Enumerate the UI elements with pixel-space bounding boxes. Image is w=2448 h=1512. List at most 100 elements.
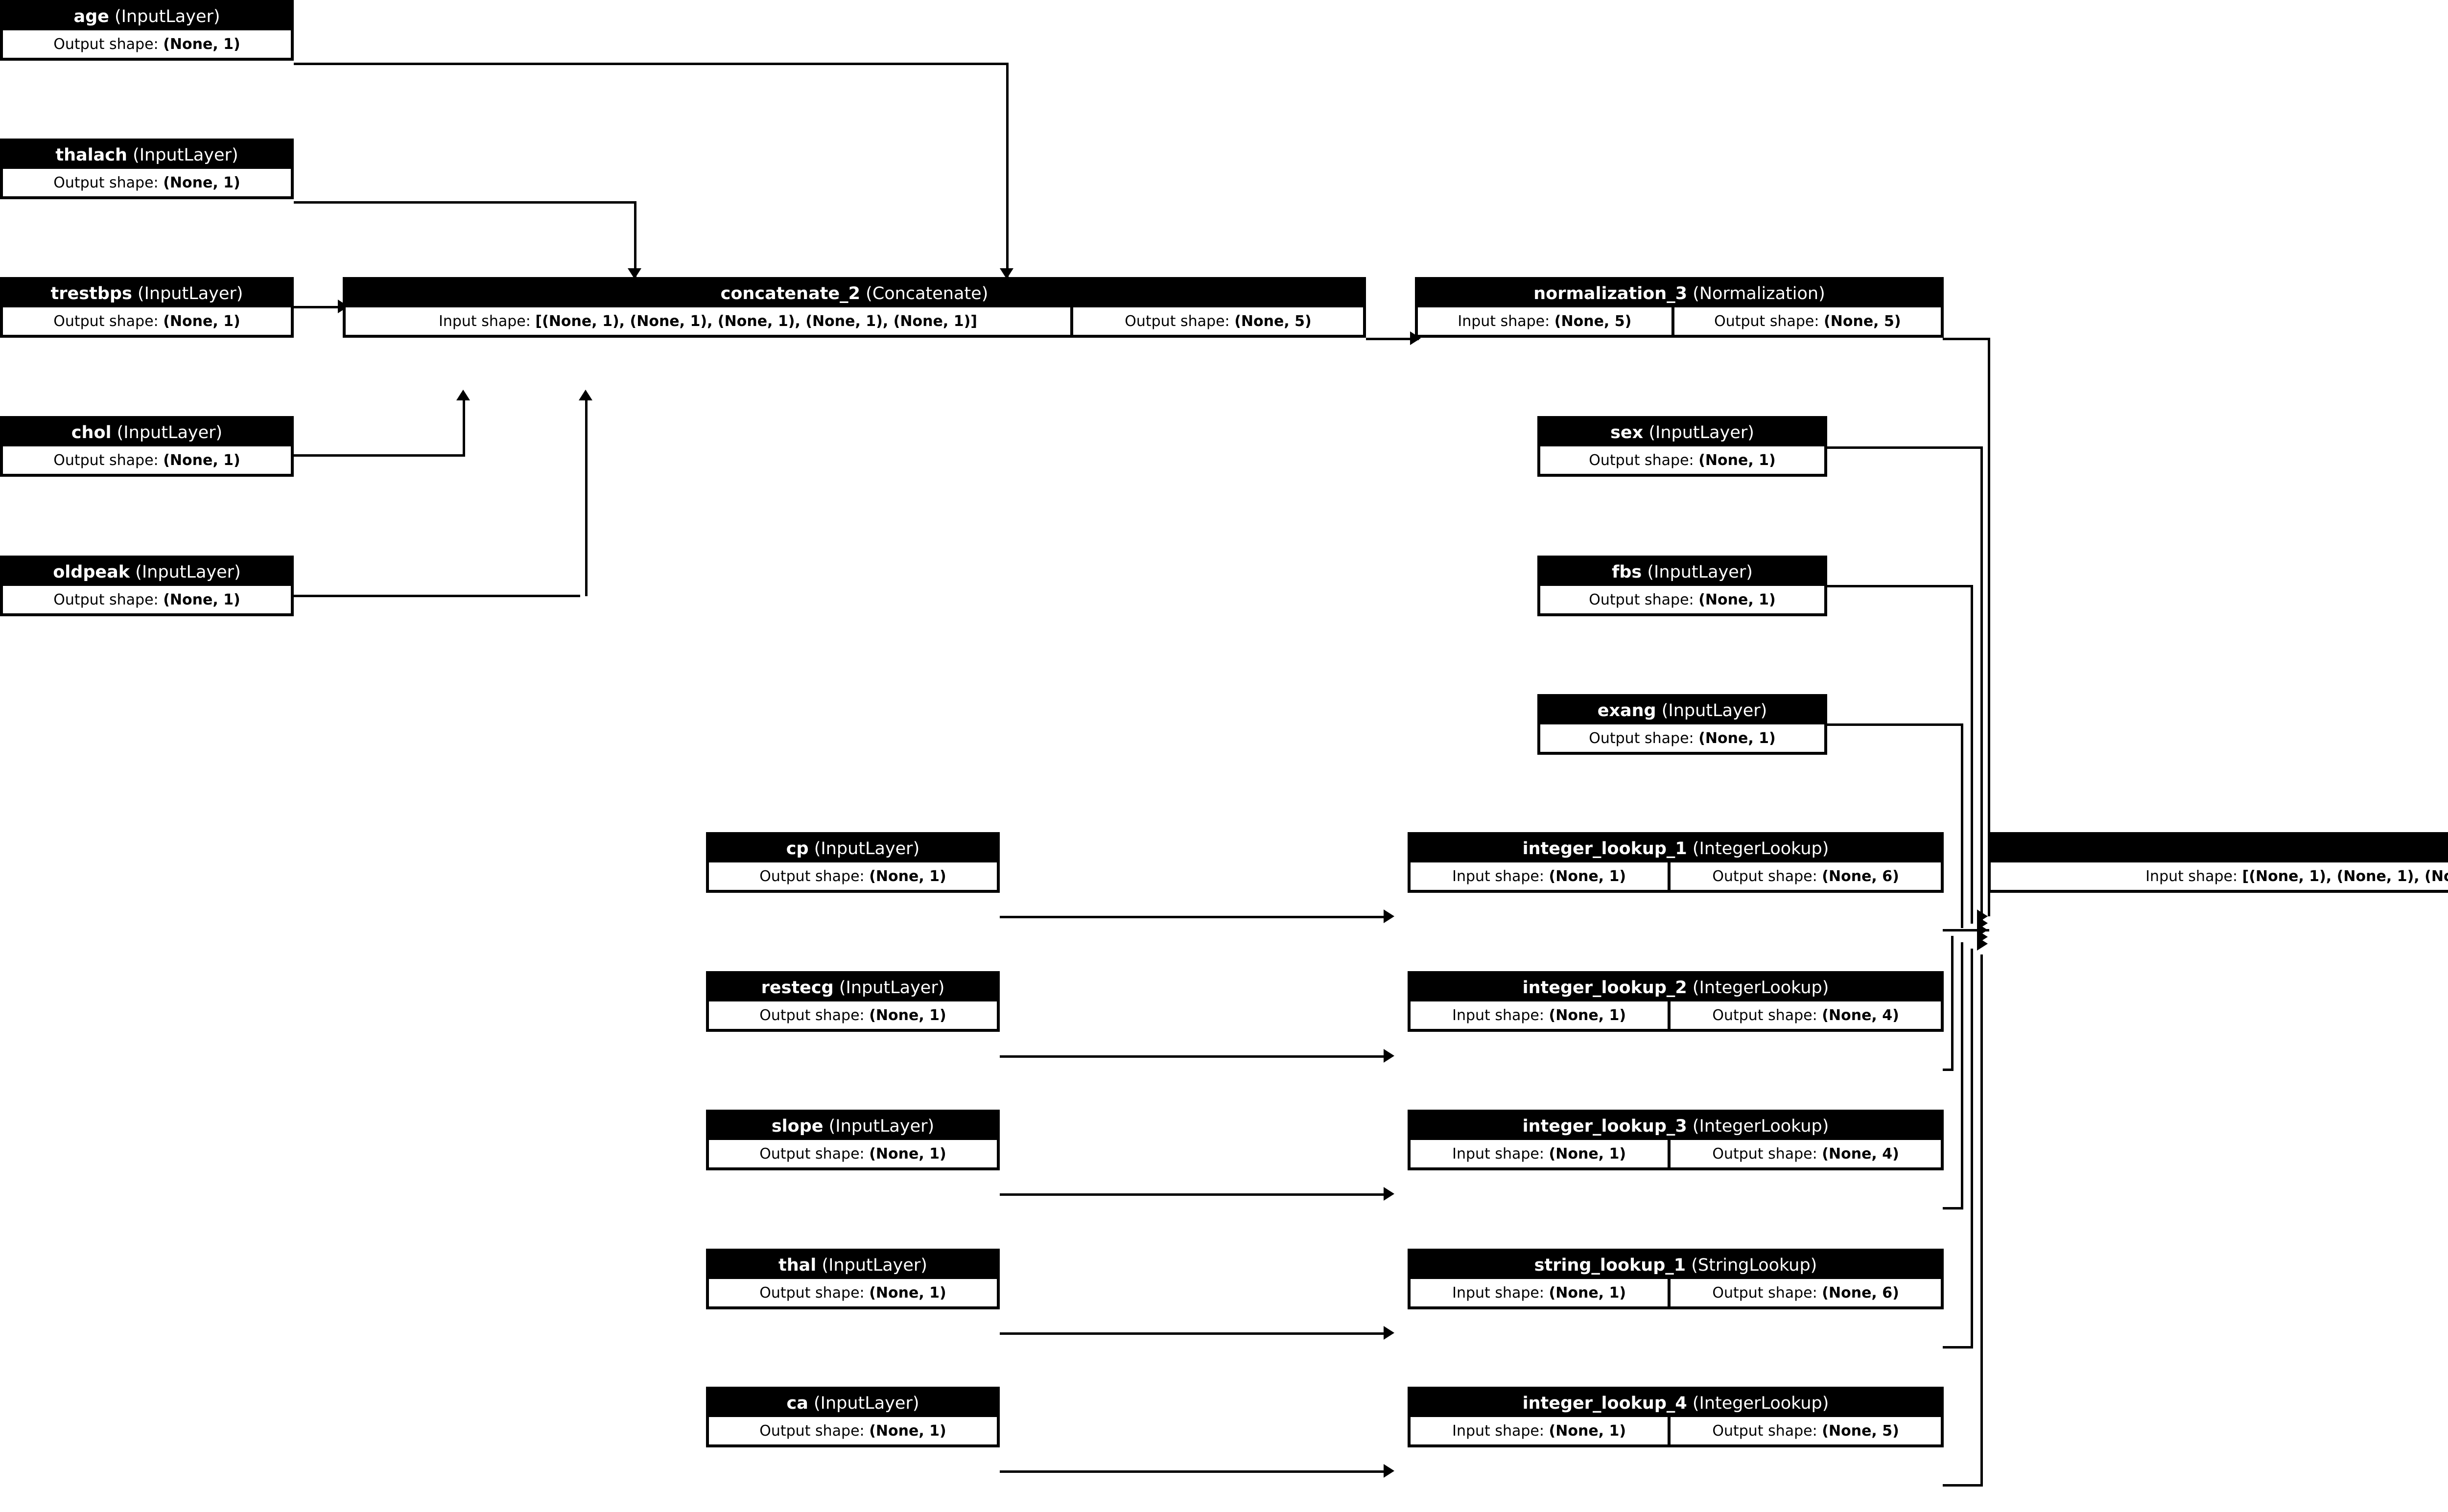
node-restecg-name: restecg (761, 978, 834, 998)
output-shape-value: (None, 1) (869, 1006, 946, 1024)
node-thal-output-shape: Output shape: (None, 1) (709, 1279, 997, 1306)
node-fbs-shapes: Output shape: (None, 1) (1540, 586, 1824, 613)
output-shape-label: Output shape: (759, 1422, 865, 1440)
node-cp[interactable]: cp (InputLayer) Output shape: (None, 1) (706, 832, 1000, 893)
node-normalization-3-input-shape: Input shape: (None, 5) (1418, 307, 1671, 335)
node-thalach[interactable]: thalach (InputLayer) Output shape: (None… (0, 139, 294, 199)
node-slope-output-shape: Output shape: (None, 1) (709, 1140, 997, 1167)
node-chol[interactable]: chol (InputLayer) Output shape: (None, 1… (0, 416, 294, 477)
node-restecg[interactable]: restecg (InputLayer) Output shape: (None… (706, 971, 1000, 1032)
node-concatenate-2[interactable]: concatenate_2 (Concatenate) Input shape:… (343, 277, 1366, 338)
node-exang-output-shape: Output shape: (None, 1) (1540, 724, 1824, 752)
node-restecg-output-shape: Output shape: (None, 1) (709, 1001, 997, 1029)
node-chol-name: chol (71, 423, 112, 442)
output-shape-label: Output shape: (1712, 867, 1817, 885)
node-integer-lookup-4-input-shape: Input shape: (None, 1) (1411, 1417, 1668, 1444)
output-shape-label: Output shape: (53, 35, 159, 53)
input-shape-label: Input shape: (2145, 867, 2238, 885)
output-shape-value: (None, 6) (1822, 1284, 1899, 1302)
edge-chol-to-concatenate2-v (463, 400, 465, 455)
node-integer-lookup-3[interactable]: integer_lookup_3 (IntegerLookup) Input s… (1408, 1110, 1944, 1170)
node-slope[interactable]: slope (InputLayer) Output shape: (None, … (706, 1110, 1000, 1170)
node-integer-lookup-4[interactable]: integer_lookup_4 (IntegerLookup) Input s… (1408, 1387, 1944, 1447)
input-shape-label: Input shape: (439, 312, 531, 330)
output-shape-label: Output shape: (53, 451, 159, 469)
node-oldpeak-shapes: Output shape: (None, 1) (3, 586, 291, 613)
output-shape-value: (None, 4) (1822, 1145, 1899, 1163)
node-age-title: age (InputLayer) (3, 3, 291, 30)
node-integer-lookup-1-name: integer_lookup_1 (1522, 839, 1687, 859)
node-trestbps-output-shape: Output shape: (None, 1) (3, 307, 291, 335)
node-age[interactable]: age (InputLayer) Output shape: (None, 1) (0, 0, 294, 61)
edge-integerlookup4-to-concatenate3-h (1943, 1484, 1983, 1487)
output-shape-label: Output shape: (759, 1284, 865, 1302)
node-sex[interactable]: sex (InputLayer) Output shape: (None, 1) (1537, 416, 1827, 477)
node-thal[interactable]: thal (InputLayer) Output shape: (None, 1… (706, 1249, 1000, 1309)
output-shape-value: (None, 1) (163, 174, 240, 191)
node-normalization-3[interactable]: normalization_3 (Normalization) Input sh… (1415, 277, 1944, 338)
node-normalization-3-name: normalization_3 (1533, 284, 1688, 303)
node-exang-name: exang (1597, 701, 1656, 721)
node-ca-shapes: Output shape: (None, 1) (709, 1417, 997, 1444)
node-normalization-3-output-shape: Output shape: (None, 5) (1671, 307, 1941, 335)
node-normalization-3-shapes: Input shape: (None, 5) Output shape: (No… (1418, 307, 1941, 335)
output-shape-value: (None, 4) (1822, 1006, 1899, 1024)
node-integer-lookup-3-title: integer_lookup_3 (IntegerLookup) (1411, 1113, 1941, 1140)
edge-age-to-concatenate2-v (1006, 63, 1009, 278)
output-shape-value: (None, 5) (1824, 312, 1901, 330)
node-thalach-type: (InputLayer) (133, 145, 238, 165)
edge-integerlookup3-to-concatenate3-v (1961, 942, 1963, 1209)
node-slope-type: (InputLayer) (828, 1117, 935, 1136)
node-cp-output-shape: Output shape: (None, 1) (709, 862, 997, 890)
edge-integerlookup4-to-concatenate3-v (1980, 954, 1983, 1486)
output-shape-value: (None, 6) (1822, 867, 1899, 885)
node-trestbps[interactable]: trestbps (InputLayer) Output shape: (Non… (0, 277, 294, 338)
node-thal-name: thal (778, 1256, 817, 1275)
node-ca-title: ca (InputLayer) (709, 1390, 997, 1417)
input-shape-value: [(None, 1), (None, 1), (None, 1), (None,… (535, 312, 977, 330)
edge-integerlookup2-to-concatenate3-v (1951, 936, 1954, 1070)
node-string-lookup-1-shapes: Input shape: (None, 1) Output shape: (No… (1411, 1279, 1941, 1306)
node-thalach-output-shape: Output shape: (None, 1) (3, 169, 291, 196)
node-exang[interactable]: exang (InputLayer) Output shape: (None, … (1537, 694, 1827, 755)
node-trestbps-name: trestbps (50, 284, 132, 303)
node-concatenate-3[interactable]: concatenate_3 (Concatenate) Input shape:… (1988, 832, 2448, 893)
output-shape-label: Output shape: (1125, 312, 1230, 330)
output-shape-value: (None, 1) (869, 1422, 946, 1440)
node-ca-name: ca (786, 1394, 808, 1413)
input-shape-label: Input shape: (1452, 1145, 1544, 1163)
node-thal-type: (InputLayer) (822, 1256, 927, 1275)
node-integer-lookup-1[interactable]: integer_lookup_1 (IntegerLookup) Input s… (1408, 832, 1944, 893)
node-oldpeak-title: oldpeak (InputLayer) (3, 558, 291, 586)
node-integer-lookup-1-output-shape: Output shape: (None, 6) (1668, 862, 1941, 890)
output-shape-label: Output shape: (53, 174, 159, 191)
node-restecg-type: (InputLayer) (839, 978, 945, 998)
node-sex-output-shape: Output shape: (None, 1) (1540, 446, 1824, 474)
input-shape-label: Input shape: (1452, 867, 1544, 885)
node-age-output-shape: Output shape: (None, 1) (3, 30, 291, 58)
output-shape-value: (None, 1) (869, 867, 946, 885)
edge-stringlookup1-to-concatenate3-v (1971, 949, 1973, 1348)
node-string-lookup-1[interactable]: string_lookup_1 (StringLookup) Input sha… (1408, 1249, 1944, 1309)
node-integer-lookup-2-input-shape: Input shape: (None, 1) (1411, 1001, 1668, 1029)
node-concatenate-2-shapes: Input shape: [(None, 1), (None, 1), (Non… (346, 307, 1363, 335)
node-thal-title: thal (InputLayer) (709, 1252, 997, 1279)
node-integer-lookup-2-type: (IntegerLookup) (1692, 978, 1829, 998)
node-cp-shapes: Output shape: (None, 1) (709, 862, 997, 890)
node-integer-lookup-2[interactable]: integer_lookup_2 (IntegerLookup) Input s… (1408, 971, 1944, 1032)
arrowhead-thalach-to-concatenate2 (628, 268, 641, 279)
node-fbs[interactable]: fbs (InputLayer) Output shape: (None, 1) (1537, 556, 1827, 616)
node-restecg-title: restecg (InputLayer) (709, 974, 997, 1001)
node-ca[interactable]: ca (InputLayer) Output shape: (None, 1) (706, 1387, 1000, 1447)
node-concatenate-2-type: (Concatenate) (866, 284, 989, 303)
edge-thalach-to-concatenate2-h (294, 201, 636, 204)
edge-fbs-to-concatenate3-v (1971, 585, 1973, 924)
output-shape-value: (None, 1) (869, 1145, 946, 1163)
edge-trestbps-to-concatenate2-h (294, 306, 347, 308)
node-integer-lookup-4-name: integer_lookup_4 (1522, 1394, 1687, 1413)
node-string-lookup-1-input-shape: Input shape: (None, 1) (1411, 1279, 1668, 1306)
node-oldpeak[interactable]: oldpeak (InputLayer) Output shape: (None… (0, 556, 294, 616)
node-exang-shapes: Output shape: (None, 1) (1540, 724, 1824, 752)
output-shape-value: (None, 1) (1698, 591, 1776, 608)
output-shape-label: Output shape: (759, 1145, 865, 1163)
